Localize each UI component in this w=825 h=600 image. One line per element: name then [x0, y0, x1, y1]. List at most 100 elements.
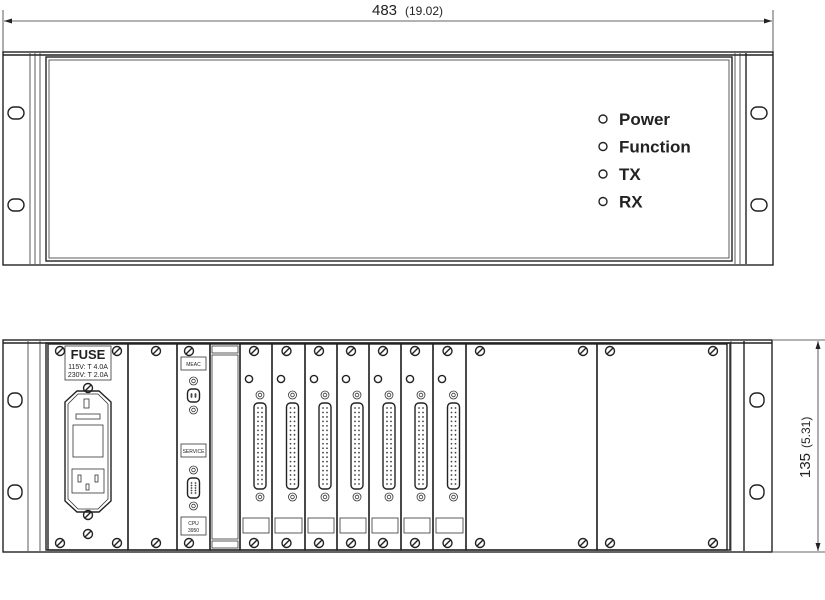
d-sub-connector	[382, 402, 396, 490]
screw-icon	[409, 537, 421, 549]
screw-icon	[604, 345, 616, 357]
d-sub-connector	[446, 402, 461, 490]
screw-icon	[577, 345, 589, 357]
screw-icon	[248, 345, 260, 357]
mounting-hole	[750, 106, 768, 120]
screw-icon	[150, 345, 162, 357]
d-sub-connector	[285, 402, 300, 490]
indicator-label: RX	[619, 193, 643, 212]
screw-icon	[474, 345, 486, 357]
screw-icon	[707, 537, 719, 549]
led-icon	[598, 169, 608, 179]
blank-plate	[596, 343, 728, 551]
screw-icon	[313, 345, 325, 357]
screw-icon	[54, 537, 66, 549]
io-card	[400, 343, 434, 551]
status-led-icon	[276, 374, 286, 384]
screw-icon	[111, 537, 123, 549]
card-label-area	[435, 517, 464, 534]
fuse-title: FUSE	[71, 347, 106, 362]
fuse-rating-230v: 230V: T 2.0A	[68, 372, 109, 379]
standoff-icon	[288, 390, 297, 400]
screw-icon	[345, 537, 357, 549]
width-dimension: 483 (19.02)	[2, 2, 774, 52]
screw-icon	[183, 345, 195, 357]
screw-icon	[377, 537, 389, 549]
indicator-label: Power	[619, 110, 670, 129]
standoff-icon	[189, 501, 198, 511]
standoff-icon	[320, 390, 330, 400]
standoff-icon	[416, 492, 426, 502]
card-label-area	[339, 517, 367, 534]
width-in: (19.02)	[405, 4, 443, 18]
card-label-area	[307, 517, 335, 534]
io-card	[304, 343, 338, 551]
status-led-icon	[437, 374, 447, 384]
standoff-icon	[384, 390, 394, 400]
led-icon	[598, 196, 608, 207]
standoff-icon	[189, 405, 198, 415]
status-led-icon	[341, 374, 351, 384]
blank-plate	[465, 343, 598, 551]
power-inlet-frame	[64, 390, 112, 513]
height-dimension: 135 (5.31)	[773, 339, 825, 553]
screw-icon	[82, 382, 94, 394]
status-led-icon	[405, 374, 415, 384]
iec-power-socket	[71, 468, 105, 494]
screw-icon	[442, 537, 453, 549]
screw-icon	[82, 509, 94, 521]
screw-icon	[281, 537, 292, 549]
indicator-tx: TX	[598, 165, 641, 184]
screw-icon	[248, 537, 260, 549]
standoff-icon	[255, 492, 265, 502]
card-label-area	[371, 517, 399, 534]
io-card	[336, 343, 370, 551]
height-mm: 135	[797, 453, 814, 478]
port-label-meac: MEAC	[186, 362, 201, 368]
screw-icon	[577, 537, 589, 549]
screw-icon	[54, 345, 66, 357]
status-led-icon	[309, 374, 319, 384]
standoff-icon	[288, 492, 297, 502]
standoff-icon	[384, 492, 394, 502]
connector-strip-module	[209, 343, 241, 551]
mounting-hole	[750, 198, 768, 212]
screw-icon	[281, 345, 292, 357]
power-switch[interactable]	[72, 424, 104, 458]
mounting-hole	[7, 198, 25, 212]
io-card	[239, 343, 273, 551]
standoff-icon	[416, 390, 426, 400]
mounting-hole	[7, 106, 25, 120]
status-led-icon	[244, 374, 254, 384]
d-sub-connector	[350, 402, 364, 490]
screw-icon	[707, 345, 719, 357]
screw-icon	[604, 537, 616, 549]
standoff-icon	[352, 390, 362, 400]
screw-icon	[313, 537, 325, 549]
standoff-icon	[189, 465, 198, 475]
status-led-icon	[373, 374, 383, 384]
rear-panel: FUSE 115V: T 4.0A 230V: T 2.0A MEAC SERV…	[2, 339, 773, 553]
screw-icon	[474, 537, 486, 549]
indicator-label: Function	[619, 138, 691, 157]
standoff-icon	[189, 376, 198, 386]
led-icon	[598, 114, 608, 124]
width-mm: 483	[372, 2, 397, 19]
d-sub-connector	[186, 388, 201, 403]
indicator-label: TX	[619, 165, 641, 184]
screw-icon	[442, 345, 453, 357]
mounting-hole	[749, 392, 765, 408]
port-label-service: SERVICE	[183, 449, 206, 455]
screw-icon	[377, 345, 389, 357]
cpu-label-1: CPU	[188, 521, 199, 527]
d-sub-connector	[414, 402, 428, 490]
indicator-function: Function	[598, 138, 691, 157]
standoff-icon	[449, 390, 458, 400]
screw-icon	[150, 537, 162, 549]
d-sub-connector	[186, 477, 201, 499]
screw-icon	[345, 345, 357, 357]
indicator-rx: RX	[598, 193, 643, 212]
screw-icon	[183, 537, 195, 549]
